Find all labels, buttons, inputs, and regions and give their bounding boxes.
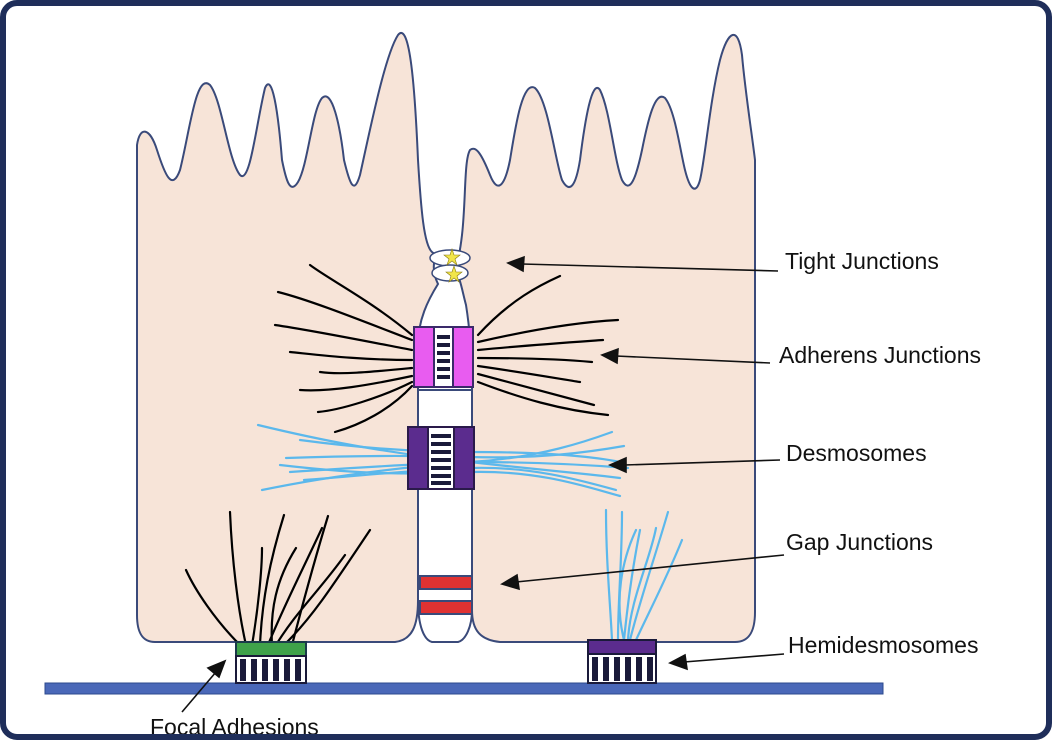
basement-membrane	[44, 682, 884, 695]
label-focal-adhesions: Focal Adhesions	[150, 714, 319, 740]
left-cell	[136, 32, 440, 643]
desmosome	[407, 426, 475, 490]
arrow-gap-junctions	[515, 554, 785, 583]
label-tight-junctions: Tight Junctions	[785, 248, 939, 274]
actin-filaments-adherens	[273, 263, 620, 434]
star-icon	[445, 265, 463, 283]
label-adherens-junctions: Adherens Junctions	[779, 342, 981, 368]
pointer-arrows	[181, 255, 785, 713]
label-hemidesmosomes: Hemidesmosomes	[788, 632, 978, 658]
arrow-desmosomes	[623, 459, 781, 466]
adherens-junction	[413, 326, 474, 388]
gap-junction	[419, 575, 473, 615]
arrow-focal-adhesions	[181, 671, 217, 713]
right-cell	[452, 33, 756, 643]
tight-junction	[429, 248, 471, 283]
arrow-adherens-junctions	[615, 355, 771, 364]
label-desmosomes: Desmosomes	[786, 440, 927, 466]
arrow-tight-junctions	[521, 263, 779, 272]
focal-adhesion	[235, 641, 307, 684]
actin-filaments-focal	[184, 510, 372, 647]
hemidesmosome	[587, 639, 657, 684]
intermediate-filaments-hemidesmosome	[604, 508, 684, 642]
star-icon	[443, 248, 461, 266]
arrow-hemidesmosomes	[683, 653, 785, 663]
label-gap-junctions: Gap Junctions	[786, 529, 933, 555]
